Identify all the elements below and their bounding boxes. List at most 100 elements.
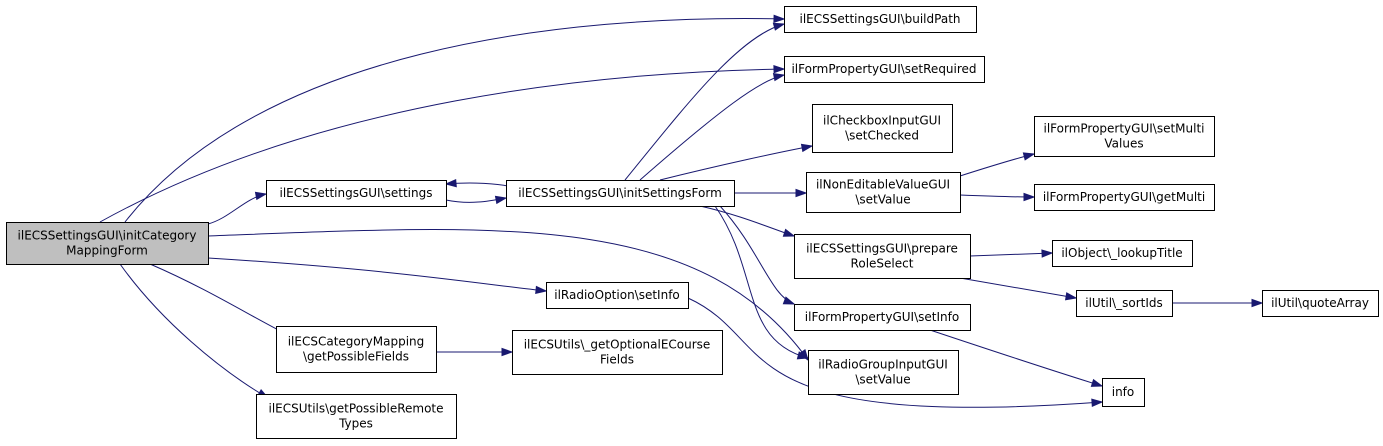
arrowhead: [782, 228, 796, 237]
arrowhead: [773, 65, 786, 74]
node-box: [6, 222, 209, 265]
node-box: [794, 304, 971, 331]
edge-initSettingsForm-to-buildPath: [624, 22, 786, 181]
node-label: ilECSSettingsGUI\buildPath: [800, 12, 961, 26]
arrowhead: [772, 73, 786, 82]
node-box: [506, 180, 735, 207]
edge-line: [959, 153, 1035, 177]
node-rgSetValue[interactable]: ilRadioGroupInputGUI\setValue: [808, 350, 959, 395]
node-box: [1262, 290, 1379, 317]
edge-nevSetValue-to-getMulti: [959, 192, 1036, 202]
edge-line: [624, 23, 785, 181]
edge-prepareRoleSelect-to-sortIds: [959, 277, 1078, 301]
node-label: Types: [338, 417, 373, 431]
edge-line: [699, 205, 795, 237]
edge-line: [639, 74, 785, 181]
node-label: Fields: [600, 353, 634, 367]
arrowhead: [796, 351, 810, 360]
edge-initSettingsForm-to-prepareRoleSelect: [699, 205, 796, 237]
edge-initSettingsForm-to-setRequired: [639, 73, 786, 181]
arrowhead: [1023, 192, 1036, 202]
arrowhead: [1022, 152, 1036, 161]
edge-root-to-getRemoteTypes: [119, 263, 270, 399]
node-label: ilNonEditableValueGUI: [816, 178, 950, 192]
edge-line: [124, 18, 785, 223]
edge-initSettingsForm-to-fpSetInfo: [719, 205, 796, 305]
edge-initSettingsForm-to-nevSetValue: [734, 188, 808, 198]
node-box: [266, 180, 447, 207]
node-roSetInfo[interactable]: ilRadioOption\setInfo: [546, 282, 689, 309]
node-label: Values: [1104, 137, 1143, 151]
edge-line: [687, 297, 1103, 408]
node-setRequired[interactable]: ilFormPropertyGUI\setRequired: [784, 56, 985, 83]
arrowhead: [1041, 249, 1054, 258]
node-label: ilObject\_lookupTitle: [1061, 246, 1182, 260]
node-label: ilFormPropertyGUI\setRequired: [791, 62, 976, 76]
node-buildPath[interactable]: ilECSSettingsGUI\buildPath: [784, 6, 977, 33]
node-label: RoleSelect: [851, 257, 914, 271]
edge-getPossibleFields-to-getOptionalFields: [435, 347, 514, 357]
arrowhead: [444, 178, 457, 188]
edge-line: [929, 329, 1103, 387]
node-label: ilECSSettingsGUI\settings: [280, 186, 433, 200]
node-label: ilECSUtils\_getOptionalECourse: [524, 338, 711, 352]
edge-line: [659, 145, 813, 181]
edge-initSettingsForm-to-settings: [444, 178, 517, 189]
node-box: [1076, 290, 1173, 317]
node-label: info: [1112, 385, 1135, 399]
node-settings[interactable]: ilECSSettingsGUI\settings: [266, 180, 447, 207]
arrowhead: [782, 296, 796, 305]
node-info[interactable]: info: [1102, 378, 1145, 407]
node-label: ilFormPropertyGUI\setInfo: [805, 310, 959, 324]
node-label: ilECSCategoryMapping: [288, 335, 425, 349]
node-label: ilECSUtils\getPossibleRemote: [268, 402, 443, 416]
node-initSettingsForm[interactable]: ilECSSettingsGUI\initSettingsForm: [506, 180, 735, 207]
node-box: [1102, 378, 1145, 407]
node-box: [256, 394, 457, 439]
edge-nevSetValue-to-setMultiValues: [959, 152, 1036, 177]
edges-layer: [99, 14, 1264, 408]
nodes-layer: ilECSSettingsGUI\initCategoryMappingForm…: [6, 6, 1379, 439]
node-label: ilECSSettingsGUI\initCategory: [18, 229, 197, 243]
edge-settings-to-initSettingsForm: [445, 195, 508, 205]
node-label: ilRadioGroupInputGUI: [818, 358, 948, 372]
edge-initSettingsForm-to-rgSetValue: [714, 205, 810, 360]
node-getPossibleFields[interactable]: ilECSCategoryMapping\getPossibleFields: [276, 326, 437, 373]
node-box: [1034, 184, 1215, 211]
node-box: [784, 6, 977, 33]
edge-sortIds-to-quoteArray: [1172, 298, 1264, 308]
arrowhead: [494, 195, 508, 205]
edge-line: [119, 263, 269, 399]
node-box: [1034, 116, 1215, 157]
edge-roSetInfo-to-info: [687, 297, 1104, 408]
node-sortIds[interactable]: ilUtil\_sortIds: [1076, 290, 1173, 317]
arrowhead: [254, 191, 268, 201]
node-box: [806, 172, 961, 213]
arrowhead: [772, 22, 786, 31]
arrowhead: [1091, 398, 1104, 407]
node-quoteArray[interactable]: ilUtil\quoteArray: [1262, 290, 1379, 317]
node-nevSetValue[interactable]: ilNonEditableValueGUI\setValue: [806, 172, 961, 213]
node-setChecked[interactable]: ilCheckboxInputGUI\setChecked: [812, 104, 953, 153]
node-fpSetInfo[interactable]: ilFormPropertyGUI\setInfo: [794, 304, 971, 331]
node-label: ilUtil\quoteArray: [1271, 296, 1369, 310]
node-getMulti[interactable]: ilFormPropertyGUI\getMulti: [1034, 184, 1215, 211]
node-box: [808, 350, 959, 395]
arrowhead: [795, 188, 808, 198]
arrowhead: [1090, 378, 1104, 387]
edge-line: [969, 252, 1053, 257]
node-label: ilFormPropertyGUI\setMulti: [1043, 122, 1204, 136]
node-label: MappingForm: [66, 244, 148, 258]
node-label: ilCheckboxInputGUI: [823, 114, 941, 128]
edge-line: [207, 229, 809, 361]
node-box: [512, 330, 723, 375]
edge-root-to-roSetInfo: [207, 257, 548, 295]
node-box: [794, 234, 971, 279]
node-box: [1052, 240, 1193, 267]
node-lookupTitle[interactable]: ilObject\_lookupTitle: [1052, 240, 1193, 267]
